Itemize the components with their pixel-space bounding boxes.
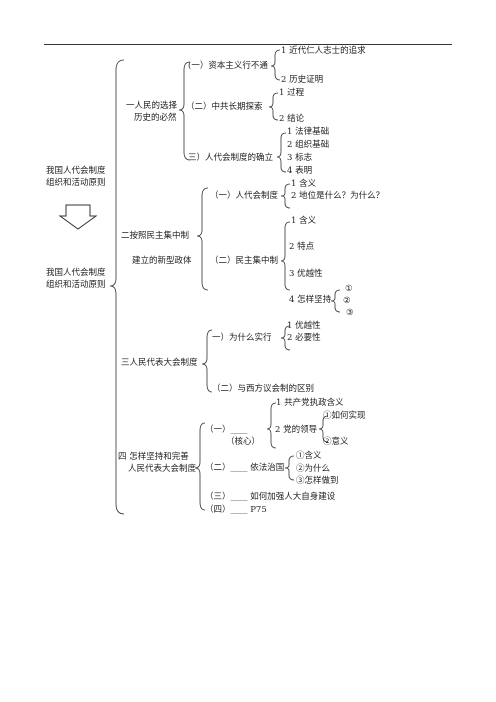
s4-title-line1: 四 怎样坚持和完善 bbox=[118, 452, 189, 462]
s4-item-a-note: （核心） bbox=[226, 437, 261, 447]
s2-item-b4-2: ② bbox=[343, 296, 351, 306]
s3-bracket bbox=[201, 329, 213, 393]
s1-item-a1: 1 近代仁人志士的追求 bbox=[281, 46, 366, 56]
s2-item-b3: 3 优越性 bbox=[289, 269, 323, 279]
s2-item-b2: 2 特点 bbox=[289, 242, 315, 252]
s1-item-c: 三）人代会制度的确立 bbox=[188, 153, 274, 163]
s2b-bracket bbox=[280, 221, 291, 291]
s2b4-bracket bbox=[330, 289, 341, 313]
s1-item-b1: 1 过程 bbox=[279, 88, 305, 98]
s2-item-b4: 4 怎样坚持 bbox=[289, 295, 332, 305]
s3-title: 三人民代表大会制度 bbox=[121, 358, 198, 368]
left-title-top-line1: 我国人代会制度 bbox=[46, 166, 106, 176]
s1-item-b: （二）中共长期探索 bbox=[186, 102, 263, 112]
s4-item-a2: 2 党的领导 bbox=[275, 425, 318, 435]
left-title-bottom-line1: 我国人代会制度 bbox=[46, 268, 106, 278]
s2-item-b4-3: ③ bbox=[346, 308, 354, 318]
s3-item-a1: 1 优越性 bbox=[287, 321, 321, 331]
left-title-top-line2: 组织和活动原则 bbox=[46, 178, 106, 188]
s4-item-d: （四）____ P75 bbox=[205, 505, 267, 515]
s1-title-line1: 一人民的选择 bbox=[126, 101, 178, 111]
s1c-bracket bbox=[276, 132, 287, 173]
s1b-bracket bbox=[268, 92, 279, 121]
s1-item-b2: 2 结论 bbox=[279, 114, 305, 124]
s3-item-a2: 2 必要性 bbox=[287, 333, 321, 343]
s1-title-line2: 历史的必然 bbox=[134, 113, 177, 123]
s4-item-a2-1: ①如何实现 bbox=[323, 411, 366, 421]
s1a-bracket bbox=[270, 49, 281, 81]
main-bracket bbox=[109, 59, 125, 515]
s2-item-b1: 1 含义 bbox=[291, 216, 317, 226]
s1-item-c3: 3 标志 bbox=[287, 153, 313, 163]
s4-item-a: （一）____ bbox=[205, 425, 248, 435]
s1-item-c4: 4 表明 bbox=[287, 166, 313, 176]
down-arrow-icon bbox=[58, 204, 98, 230]
s4b-bracket bbox=[284, 455, 295, 481]
s4-item-b3: ③怎样做到 bbox=[296, 476, 339, 486]
s4-bracket bbox=[194, 422, 206, 511]
s2-item-a1: 1 含义 bbox=[291, 179, 317, 189]
s4-item-b2: ②为什么 bbox=[296, 464, 331, 474]
s1-item-c1: 1 法律基础 bbox=[287, 127, 330, 137]
s3-item-b: （二）与西方议会制的区别 bbox=[212, 384, 315, 394]
s4-item-b: （二）____ 依法治国 bbox=[205, 463, 285, 473]
left-title-bottom-line2: 组织和活动原则 bbox=[46, 280, 106, 290]
s2a-bracket bbox=[280, 183, 291, 209]
header-rule bbox=[44, 44, 452, 45]
s4-title-line2: 人民代表大会制度 bbox=[128, 464, 197, 474]
s2-item-b4-1: ① bbox=[345, 284, 353, 294]
s1-item-a2: 2 历史证明 bbox=[281, 75, 324, 85]
s4-item-b1: ①含义 bbox=[296, 451, 322, 461]
s4-item-a1: 1 共产党执政含义 bbox=[276, 398, 344, 408]
s4-item-a2-2: ②意义 bbox=[323, 437, 349, 447]
s1-item-a: (一）资本主义行不通 bbox=[188, 61, 268, 71]
s2-bracket bbox=[196, 187, 209, 291]
s2-item-a2: 2 地位是什么？为什么？ bbox=[291, 191, 385, 201]
s4-item-c: （三）____ 如何加强人大自身建设 bbox=[205, 492, 336, 502]
s2-title-line1: 二按照民主集中制 bbox=[121, 231, 190, 241]
s2-title-line2: 建立的新型政体 bbox=[132, 256, 192, 266]
s3-item-a: 一）为什么实行 bbox=[212, 333, 272, 343]
s1-item-c2: 2 组织基础 bbox=[287, 140, 330, 150]
s2-item-a: （一）人代会制度 bbox=[210, 191, 279, 201]
s2-item-b: （二）民主集中制 bbox=[210, 256, 279, 266]
